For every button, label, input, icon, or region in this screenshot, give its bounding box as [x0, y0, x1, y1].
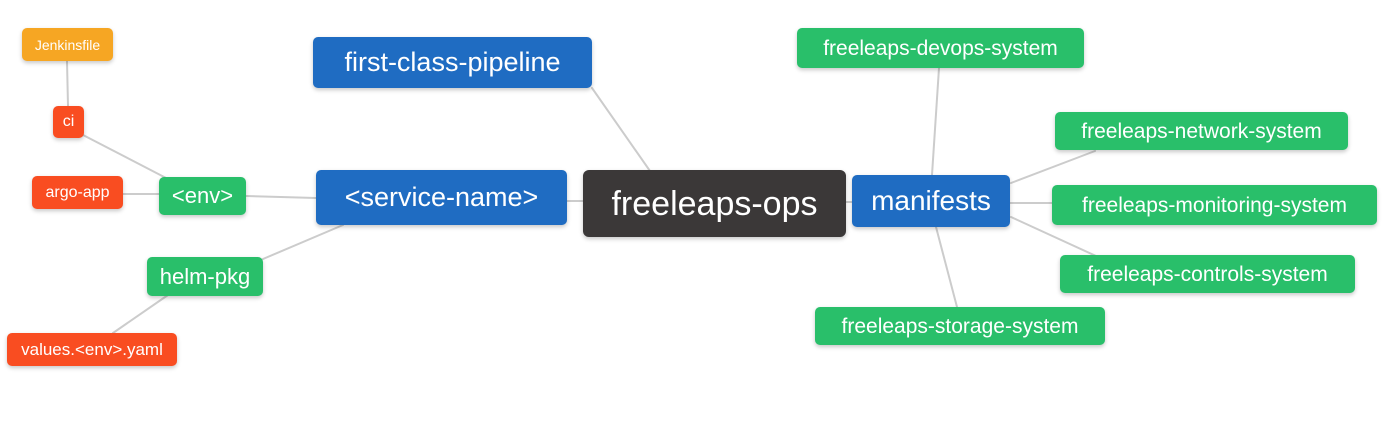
node-label: freeleaps-network-system: [1081, 119, 1322, 143]
node-argo-app[interactable]: argo-app: [32, 176, 123, 209]
node-freeleaps-ops-root[interactable]: freeleaps-ops: [583, 170, 846, 237]
node-helm-pkg[interactable]: helm-pkg: [147, 257, 263, 296]
node-freeleaps-devops-system[interactable]: freeleaps-devops-system: [797, 28, 1084, 68]
node-label: helm-pkg: [159, 263, 251, 289]
node-freeleaps-storage-system[interactable]: freeleaps-storage-system: [815, 307, 1105, 345]
node-first-class-pipeline[interactable]: first-class-pipeline: [313, 37, 592, 88]
node-label: values.<env>.yaml: [21, 340, 163, 359]
node-label: freeleaps-storage-system: [841, 314, 1079, 338]
edge-manifests-controls-system: [1010, 216, 1097, 257]
node-label: freeleaps-devops-system: [823, 36, 1058, 60]
node-label: manifests: [871, 185, 991, 216]
edge-jenkinsfile-ci: [66, 60, 69, 107]
node-label: freeleaps-ops: [611, 184, 818, 223]
node-label: <service-name>: [344, 182, 539, 212]
edge-env-service-name: [245, 195, 317, 199]
node-freeleaps-network-system[interactable]: freeleaps-network-system: [1055, 112, 1348, 150]
edge-pipeline-freeleaps-ops: [591, 87, 651, 172]
node-freeleaps-monitoring-system[interactable]: freeleaps-monitoring-system: [1052, 185, 1377, 225]
node-values-env-yaml[interactable]: values.<env>.yaml: [7, 333, 177, 366]
node-service-name[interactable]: <service-name>: [316, 170, 567, 225]
node-jenkinsfile[interactable]: Jenkinsfile: [22, 28, 113, 61]
node-manifests[interactable]: manifests: [852, 175, 1010, 227]
node-freeleaps-controls-system[interactable]: freeleaps-controls-system: [1060, 255, 1355, 293]
node-label: <env>: [171, 183, 234, 208]
node-label: freeleaps-controls-system: [1087, 262, 1328, 286]
edge-ci-env: [82, 134, 169, 180]
edge-helm-pkg-values: [112, 294, 169, 334]
edge-manifests-storage-system: [935, 226, 958, 308]
edge-manifests-network-system: [1010, 150, 1096, 184]
node-label: ci: [62, 113, 75, 130]
node-label: argo-app: [45, 183, 110, 201]
node-ci[interactable]: ci: [53, 106, 84, 138]
node-label: Jenkinsfile: [34, 36, 101, 53]
edge-service-name-helm-pkg: [262, 224, 344, 260]
edge-manifests-devops-system: [931, 67, 940, 176]
node-label: freeleaps-monitoring-system: [1082, 193, 1347, 217]
node-label: first-class-pipeline: [344, 47, 561, 77]
node-env[interactable]: <env>: [159, 177, 246, 215]
